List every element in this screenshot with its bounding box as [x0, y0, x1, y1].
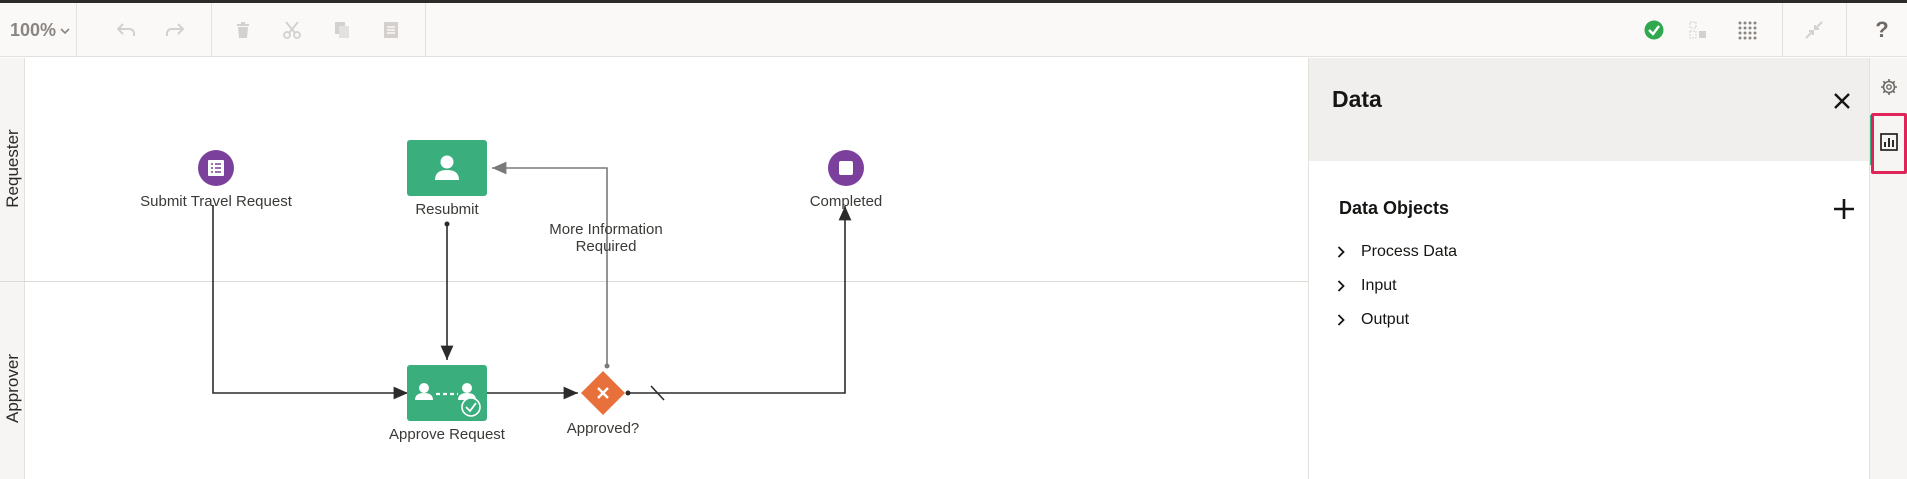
toolbar-divider-2 — [1846, 3, 1847, 57]
resubmit-task-label: Resubmit — [415, 201, 479, 218]
paste-icon[interactable] — [379, 18, 403, 42]
tree-item-process-data[interactable]: Process Data — [1335, 239, 1457, 265]
process-canvas[interactable]: Requester Approver — [0, 58, 1308, 479]
exclusive-gateway-icon — [597, 387, 609, 399]
grid-icon[interactable] — [1735, 18, 1759, 42]
edge-label-more-info: More Information Required — [549, 221, 663, 255]
approve-task[interactable] — [407, 365, 487, 421]
zoom-select[interactable]: 100% — [10, 20, 70, 41]
exclusive-gateway[interactable] — [581, 371, 625, 415]
lane-divider — [0, 281, 1308, 282]
layout-icon[interactable] — [1686, 18, 1710, 42]
start-event-label: Submit Travel Request — [140, 193, 292, 210]
toolbar-divider — [1782, 3, 1783, 57]
chevron-right-icon[interactable] — [1335, 246, 1347, 258]
validation-ok-icon[interactable] — [1642, 18, 1666, 42]
gateway-label: Approved? — [566, 420, 640, 437]
settings-icon[interactable] — [1878, 76, 1900, 98]
help-label: ? — [1875, 17, 1889, 42]
diagram-connections — [198, 140, 864, 421]
tree-item-label: Process Data — [1361, 243, 1458, 260]
redo-icon[interactable] — [163, 18, 187, 42]
flow-gateway-to-resubmit — [492, 161, 608, 366]
undo-icon[interactable] — [114, 18, 138, 42]
plus-icon — [1834, 199, 1854, 219]
tree-item-label: Output — [1361, 311, 1410, 328]
delete-icon[interactable] — [231, 18, 255, 42]
tree-item-output[interactable]: Output — [1335, 307, 1409, 333]
toolbar: 100% — [0, 3, 1907, 57]
flow-gateway-to-completed — [628, 206, 852, 394]
tree-item-input[interactable]: Input — [1335, 273, 1397, 299]
close-icon[interactable] — [1827, 86, 1857, 116]
default-flow-marker — [650, 385, 665, 401]
help-icon[interactable]: ? — [1870, 17, 1894, 42]
approve-task-label: Approve Request — [389, 426, 505, 443]
panel-title: Data — [1332, 86, 1382, 112]
end-event[interactable] — [828, 150, 864, 186]
right-sidebar — [1869, 58, 1907, 479]
cut-icon[interactable] — [280, 18, 304, 42]
zoom-group: 100% — [0, 3, 77, 57]
chevron-right-icon[interactable] — [1335, 314, 1347, 326]
chevron-down-icon — [60, 24, 70, 38]
flow-start-to-approve — [212, 205, 408, 400]
tree-item-label: Input — [1361, 277, 1397, 294]
zoom-value: 100% — [10, 20, 57, 40]
lane-label-column: Requester Approver — [0, 58, 25, 479]
end-event-label: Completed — [809, 193, 883, 210]
window-top-border — [0, 0, 1907, 3]
data-objects-title: Data Objects — [1339, 198, 1450, 218]
copy-icon[interactable] — [330, 18, 354, 42]
chevron-right-icon[interactable] — [1335, 280, 1347, 292]
user-task-icon — [435, 155, 459, 180]
data-panel: Data Data Objects Process Data Input Out… — [1308, 58, 1870, 479]
data-icon[interactable] — [1878, 131, 1900, 153]
approval-task-icon — [415, 383, 481, 417]
edit-group — [212, 3, 426, 57]
resubmit-task[interactable] — [407, 140, 487, 196]
end-icon — [839, 161, 853, 175]
panel-header: Data — [1309, 58, 1870, 161]
form-icon — [208, 160, 224, 176]
active-highlight — [1871, 113, 1907, 174]
collapse-icon[interactable] — [1802, 18, 1826, 42]
add-data-object-button[interactable] — [1829, 194, 1859, 224]
history-group — [77, 3, 212, 57]
start-event[interactable] — [198, 150, 234, 186]
